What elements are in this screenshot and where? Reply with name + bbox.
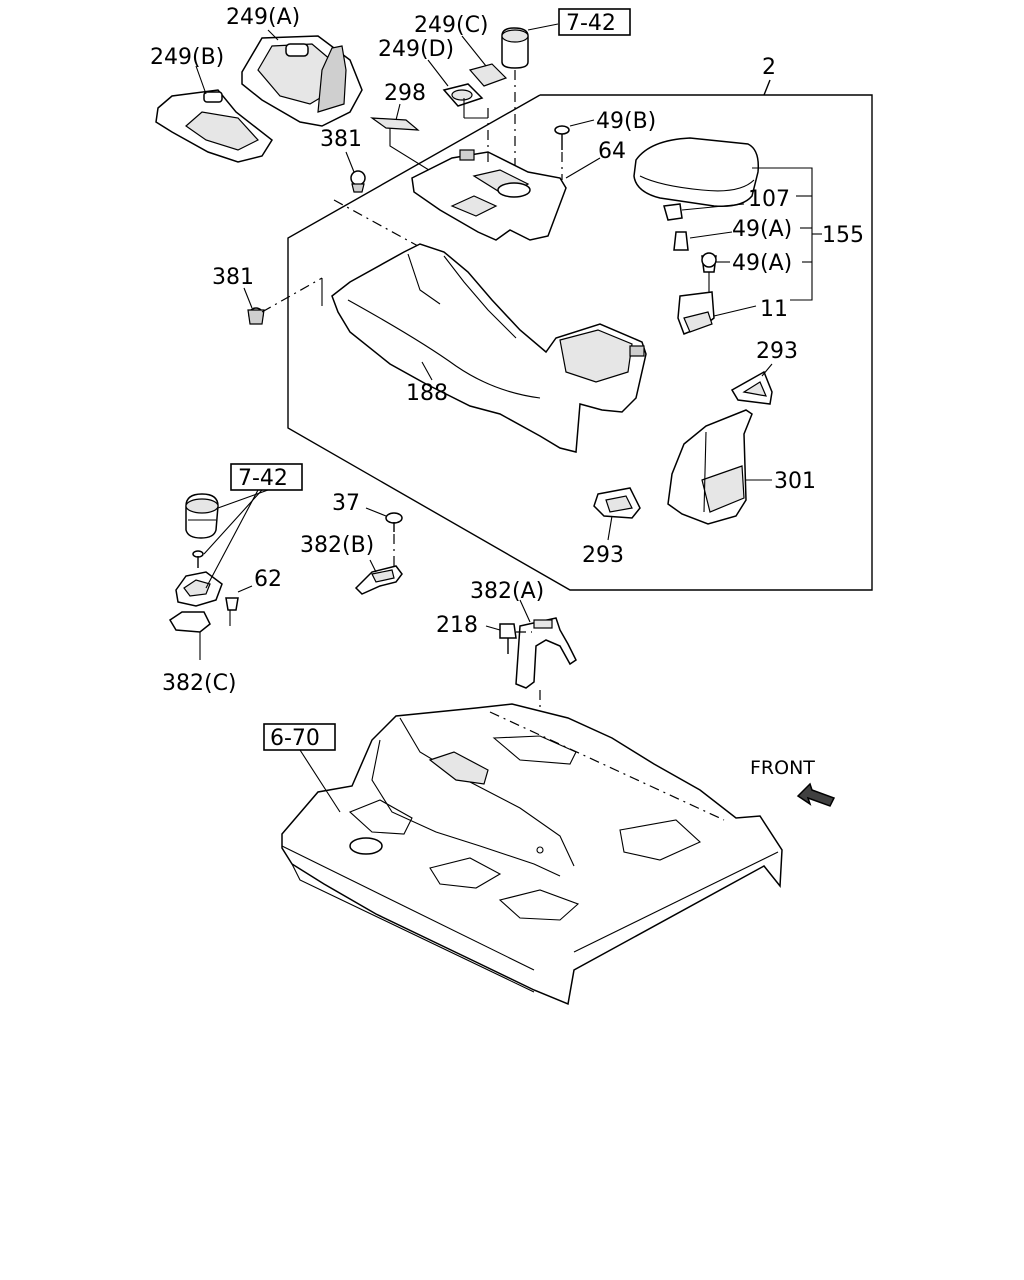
part-218-bolt [485,623,532,654]
shift-knob-mid [168,489,269,660]
label-front: FRONT [750,757,815,779]
label-218: 218 [436,613,478,638]
part-293-clip-upper [730,363,773,405]
label-742-top: 7-42 [566,11,616,36]
part-64-upper-trim [411,98,601,241]
part-188-console-body [331,243,647,453]
label-49b: 49(B) [596,109,656,134]
label-49a-2: 49(A) [732,251,792,276]
part-293-clip-lower [593,487,641,541]
label-381-upper: 381 [320,127,362,152]
part-49b-screw [554,119,595,180]
label-293-lower: 293 [582,543,624,568]
label-155: 155 [822,223,864,248]
label-382a: 382(A) [470,579,544,604]
part-382b-bracket [354,559,403,595]
part-670-floor-pan [281,703,783,1006]
label-249d: 249(D) [378,37,454,62]
ref-box-742-mid [230,463,303,491]
label-249c: 249(C) [414,13,489,38]
label-64: 64 [598,139,626,164]
ref-box-742-top [558,8,631,36]
part-37-bolt [365,507,403,566]
label-11: 11 [760,297,788,322]
part-381-clip-upper [333,151,419,247]
label-37: 37 [332,491,360,516]
label-381-lower: 381 [212,265,254,290]
label-382c: 382(C) [162,671,237,696]
label-742-mid: 7-42 [238,466,288,491]
part-249b-bezel [155,65,273,163]
label-249a: 249(A) [226,5,300,30]
label-188: 188 [406,381,448,406]
part-249a-bezel [241,29,363,127]
label-107: 107 [748,187,790,212]
part-107-armrest [633,137,808,208]
label-293-upper: 293 [756,339,798,364]
front-arrow-icon [796,782,836,807]
ref-box-670 [263,723,336,751]
label-2: 2 [762,55,776,80]
part-298-strip [369,103,459,189]
part-301-side-cover [667,409,772,525]
label-670: 6-70 [270,726,320,751]
label-62: 62 [254,567,282,592]
label-49a-1: 49(A) [732,217,792,242]
label-249b: 249(B) [150,45,224,70]
part-249c-pad [461,35,508,87]
part-155-bracket-set [663,167,822,335]
label-298: 298 [384,81,426,106]
assembly-frame [287,79,873,591]
label-301: 301 [774,469,816,494]
shift-knob-top [501,23,559,200]
label-382b: 382(B) [300,533,374,558]
part-381-clip-lower [243,277,323,325]
part-249d-pad [427,59,484,107]
